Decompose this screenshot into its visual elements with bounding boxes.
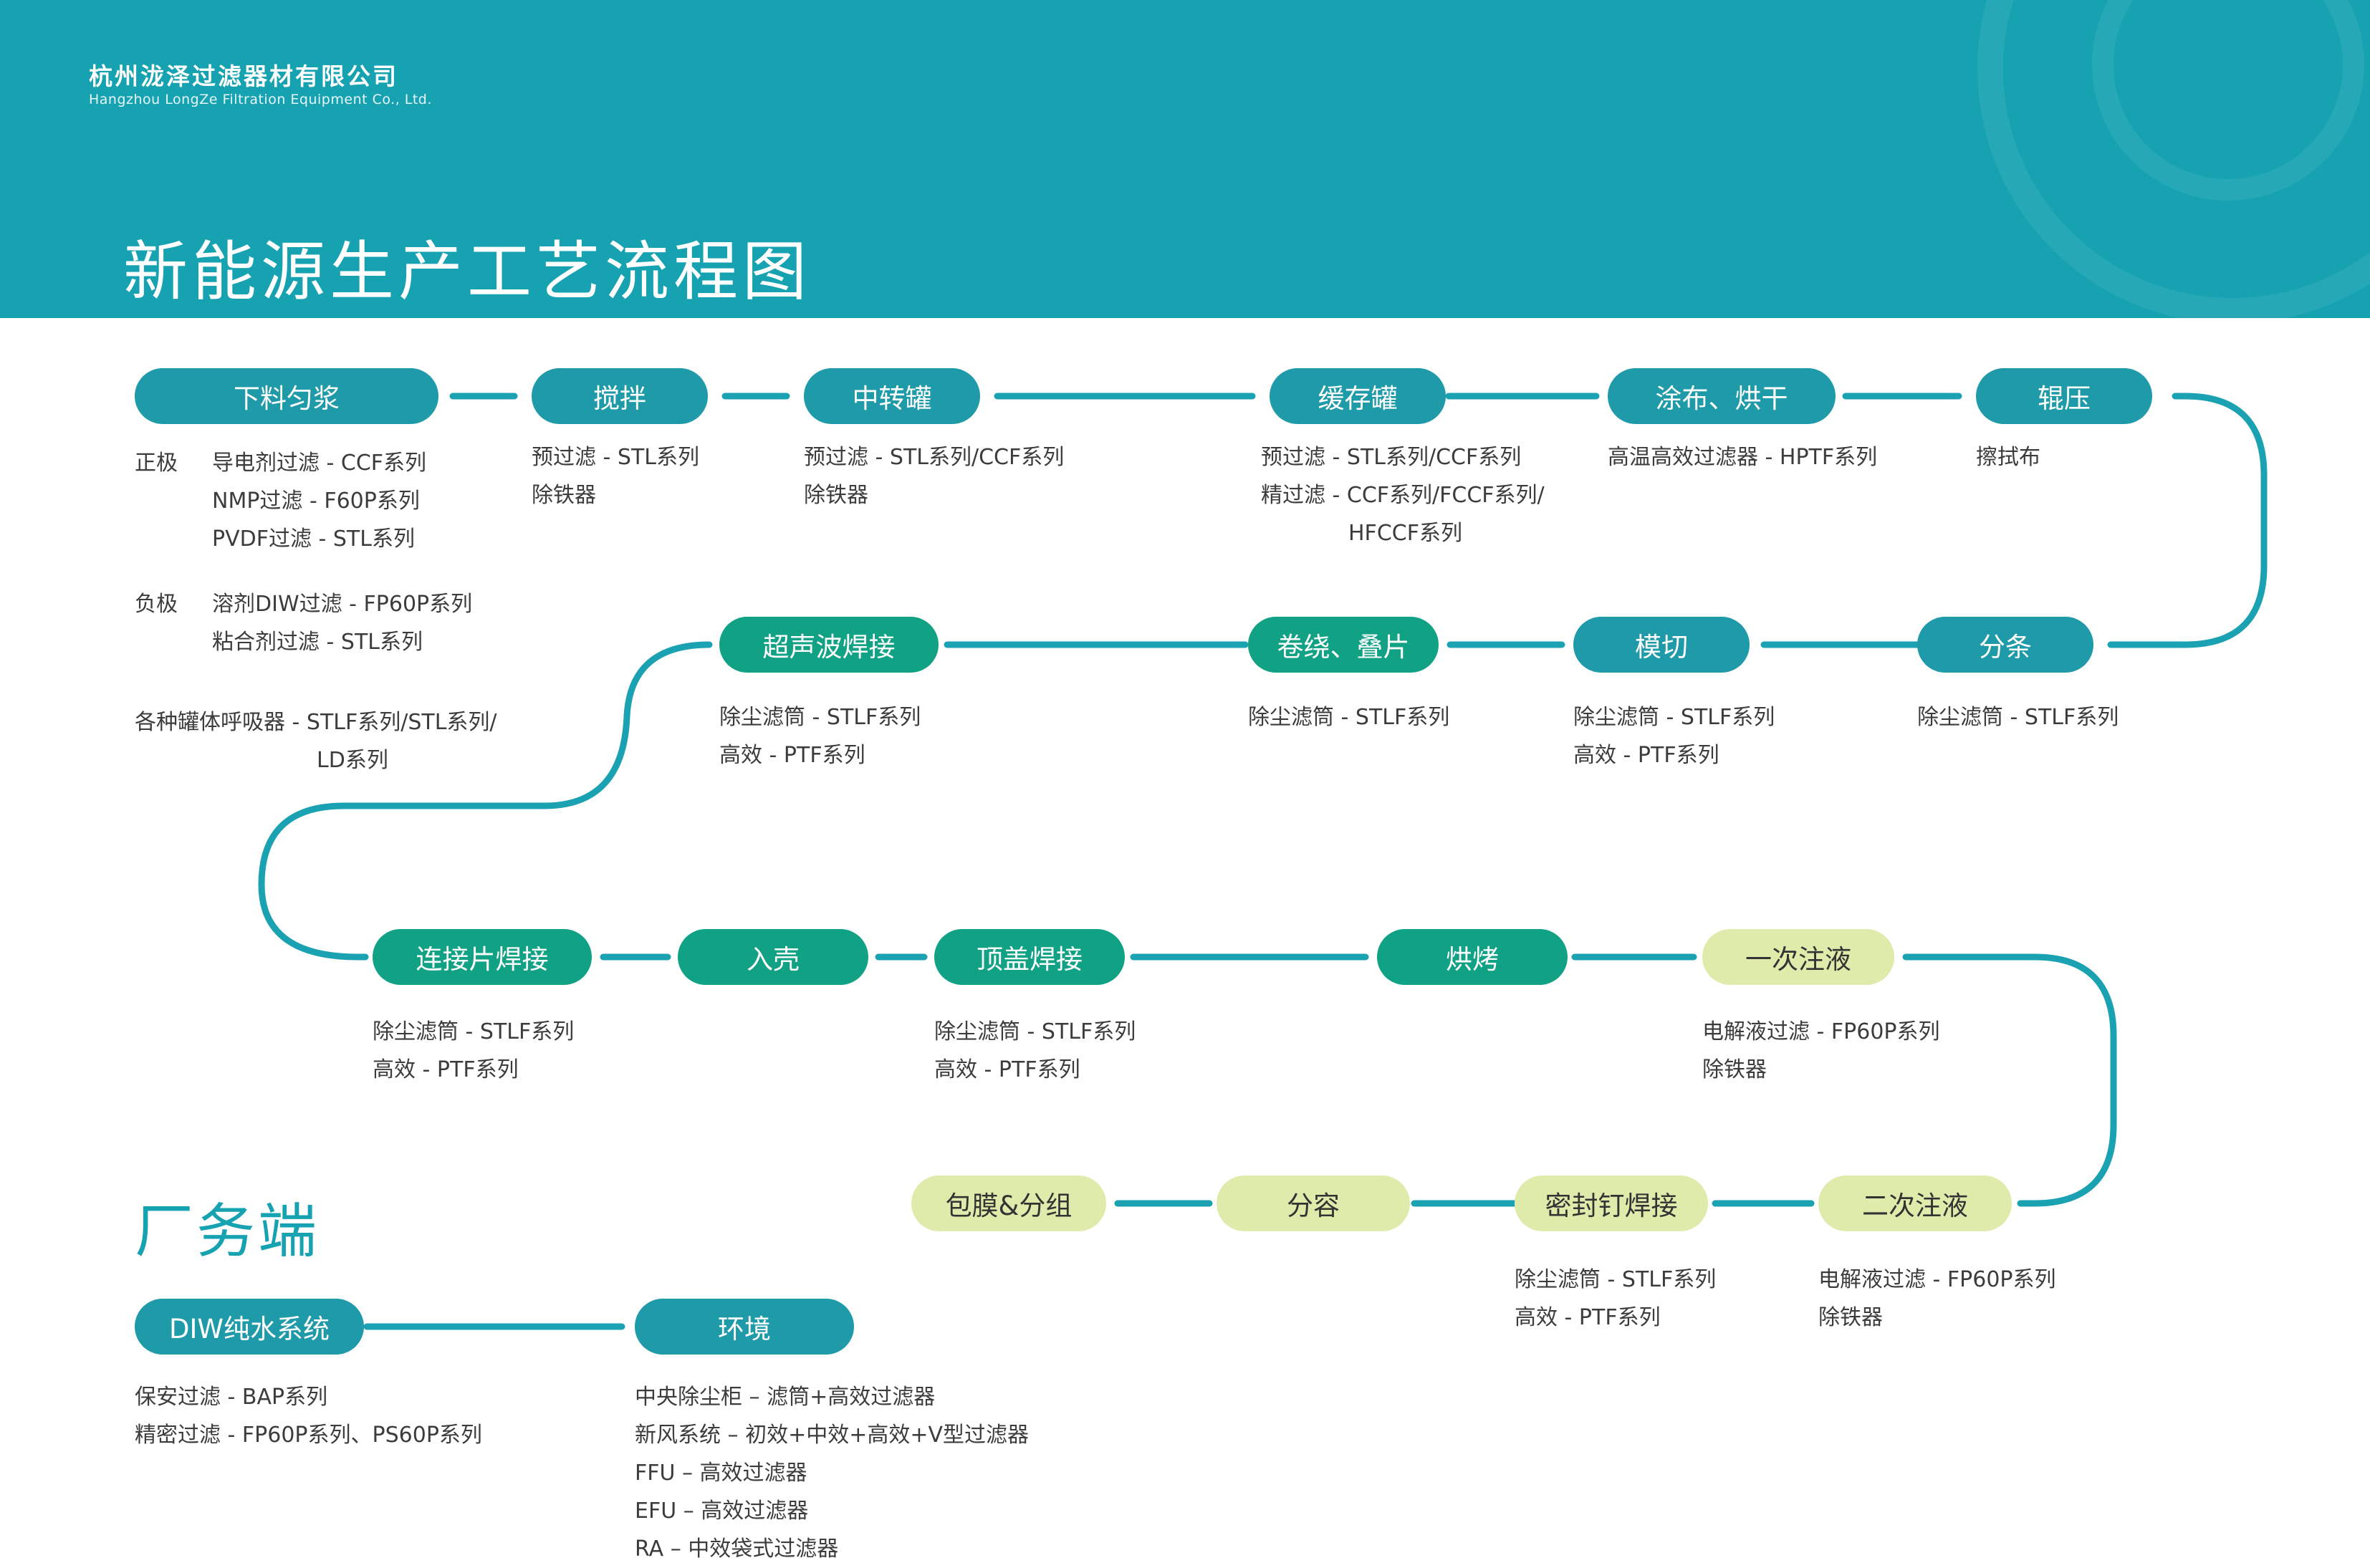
detail-line: NMP过滤 - F60P系列 xyxy=(212,489,420,514)
detail-s7: 除尘滤筒 - STLF系列 xyxy=(1917,698,2119,736)
detail-s6: 擦拭布 xyxy=(1976,438,2040,476)
detail-line: 除铁器 xyxy=(1818,1305,1883,1330)
detail-line: 擦拭布 xyxy=(1976,445,2040,470)
detail-s2: 预过滤 - STL系列 除铁器 xyxy=(532,438,699,514)
page-title: 新能源生产工艺流程图 xyxy=(123,234,811,309)
detail-s15: 电解液过滤 - FP60P系列 除铁器 xyxy=(1702,1013,1940,1089)
detail-line: 除铁器 xyxy=(804,483,868,508)
step-s10: 超声波焊接 xyxy=(719,617,939,673)
detail-line: 高效 - PTF系列 xyxy=(1515,1305,1661,1330)
step-s3: 中转罐 xyxy=(804,368,980,424)
detail-line: 除尘滤筒 - STLF系列 xyxy=(1573,705,1775,730)
detail-line: 高效 - PTF系列 xyxy=(373,1057,519,1082)
detail-s1-tank: 各种罐体呼吸器 - STLF系列/STL系列/ LD系列 xyxy=(135,703,497,779)
detail-line: HFCCF系列 xyxy=(1348,521,1462,546)
detail-line: 保安过滤 - BAP系列 xyxy=(135,1385,328,1410)
detail-s11: 除尘滤筒 - STLF系列 高效 - PTF系列 xyxy=(373,1013,574,1089)
step-s17: 密封钉焊接 xyxy=(1515,1175,1708,1231)
factory-env-pill: 环境 xyxy=(635,1299,854,1355)
detail-line: 精密过滤 - FP60P系列、PS60P系列 xyxy=(135,1423,482,1448)
factory-diw-pill: DIW纯水系统 xyxy=(135,1299,364,1355)
detail-line: 除尘滤筒 - STLF系列 xyxy=(1515,1267,1717,1292)
step-s5: 涂布、烘干 xyxy=(1608,368,1836,424)
detail-line: 高效 - PTF系列 xyxy=(934,1057,1080,1082)
label-negative: 负极 xyxy=(135,592,178,617)
detail-line: 高温高效过滤器 - HPTF系列 xyxy=(1608,445,1878,470)
company-name-cn: 杭州泷泽过滤器材有限公司 xyxy=(89,62,398,90)
detail-line: 除尘滤筒 - STLF系列 xyxy=(719,705,921,730)
step-s1: 下料匀浆 xyxy=(135,368,438,424)
step-s19: 包膜&分组 xyxy=(911,1175,1106,1231)
label-positive: 正极 xyxy=(135,451,178,476)
detail-s3: 预过滤 - STL系列/CCF系列 除铁器 xyxy=(804,438,1064,514)
detail-line: 预过滤 - STL系列 xyxy=(532,445,699,470)
detail-line: 高效 - PTF系列 xyxy=(1573,743,1719,768)
step-s12: 入壳 xyxy=(678,929,868,985)
detail-s10: 除尘滤筒 - STLF系列 高效 - PTF系列 xyxy=(719,698,921,774)
detail-line: 中央除尘柜 – 滤筒+高效过滤器 xyxy=(635,1385,936,1410)
step-s6: 辊压 xyxy=(1976,368,2152,424)
detail-line: FFU – 高效过滤器 xyxy=(635,1461,807,1486)
step-s4: 缓存罐 xyxy=(1270,368,1446,424)
detail-line: 预过滤 - STL系列/CCF系列 xyxy=(1261,445,1522,470)
detail-line: 精过滤 - CCF系列/FCCF系列/ xyxy=(1261,483,1545,508)
factory-diw-details: 保安过滤 - BAP系列 精密过滤 - FP60P系列、PS60P系列 xyxy=(135,1378,482,1454)
step-s13: 顶盖焊接 xyxy=(934,929,1125,985)
detail-line: 粘合剂过滤 - STL系列 xyxy=(212,630,423,655)
step-s9: 卷绕、叠片 xyxy=(1248,617,1439,673)
detail-line: 预过滤 - STL系列/CCF系列 xyxy=(804,445,1065,470)
detail-s13: 除尘滤筒 - STLF系列 高效 - PTF系列 xyxy=(934,1013,1136,1089)
detail-line: 新风系统 – 初效+中效+高效+V型过滤器 xyxy=(635,1423,1030,1448)
detail-line: 导电剂过滤 - CCF系列 xyxy=(212,451,427,476)
detail-line: 溶剂DIW过滤 - FP60P系列 xyxy=(212,592,473,617)
detail-line: 除尘滤筒 - STLF系列 xyxy=(373,1019,575,1044)
detail-line: 除尘滤筒 - STLF系列 xyxy=(934,1019,1136,1044)
detail-s4: 预过滤 - STL系列/CCF系列 精过滤 - CCF系列/FCCF系列/ HF… xyxy=(1261,438,1545,552)
company-name-en: Hangzhou LongZe Filtration Equipment Co.… xyxy=(89,92,432,107)
detail-s1-positive: 导电剂过滤 - CCF系列 NMP过滤 - F60P系列 PVDF过滤 - ST… xyxy=(212,444,426,558)
connector-s10-s11 xyxy=(258,641,713,961)
step-s11: 连接片焊接 xyxy=(373,929,592,985)
detail-line: PVDF过滤 - STL系列 xyxy=(212,526,415,552)
step-s16: 二次注液 xyxy=(1818,1175,2012,1231)
step-s2: 搅拌 xyxy=(532,368,708,424)
factory-env-details: 中央除尘柜 – 滤筒+高效过滤器 新风系统 – 初效+中效+高效+V型过滤器 F… xyxy=(635,1378,1029,1568)
step-s18: 分容 xyxy=(1217,1175,1410,1231)
step-s8: 模切 xyxy=(1573,617,1750,673)
detail-s8: 除尘滤筒 - STLF系列 高效 - PTF系列 xyxy=(1573,698,1775,774)
step-s15: 一次注液 xyxy=(1702,929,1894,985)
connector-s15-s16 xyxy=(1902,953,2117,1207)
header-banner: 杭州泷泽过滤器材有限公司 Hangzhou LongZe Filtration … xyxy=(0,0,2370,318)
detail-line: 电解液过滤 - FP60P系列 xyxy=(1702,1019,1940,1044)
detail-line: LD系列 xyxy=(317,748,388,773)
detail-line: RA – 中效袋式过滤器 xyxy=(635,1536,839,1562)
detail-s1-negative: 溶剂DIW过滤 - FP60P系列 粘合剂过滤 - STL系列 xyxy=(212,585,472,661)
detail-line: 各种罐体呼吸器 - STLF系列/STL系列/ xyxy=(135,710,497,735)
detail-line: 除尘滤筒 - STLF系列 xyxy=(1248,705,1450,730)
detail-line: 除尘滤筒 - STLF系列 xyxy=(1917,705,2119,730)
step-s14: 烘烤 xyxy=(1377,929,1568,985)
factory-section-title: 厂务端 xyxy=(135,1198,320,1266)
detail-s16: 电解液过滤 - FP60P系列 除铁器 xyxy=(1818,1261,2056,1337)
detail-line: 高效 - PTF系列 xyxy=(719,743,865,768)
detail-s9: 除尘滤筒 - STLF系列 xyxy=(1248,698,1449,736)
detail-line: EFU – 高效过滤器 xyxy=(635,1499,809,1524)
detail-line: 电解液过滤 - FP60P系列 xyxy=(1818,1267,2056,1292)
detail-s5: 高温高效过滤器 - HPTF系列 xyxy=(1608,438,1877,476)
detail-s17: 除尘滤筒 - STLF系列 高效 - PTF系列 xyxy=(1515,1261,1716,1337)
detail-line: 除铁器 xyxy=(532,483,596,508)
connector-s6-s7 xyxy=(2107,393,2268,648)
detail-line: 除铁器 xyxy=(1702,1057,1767,1082)
step-s7: 分条 xyxy=(1917,617,2093,673)
